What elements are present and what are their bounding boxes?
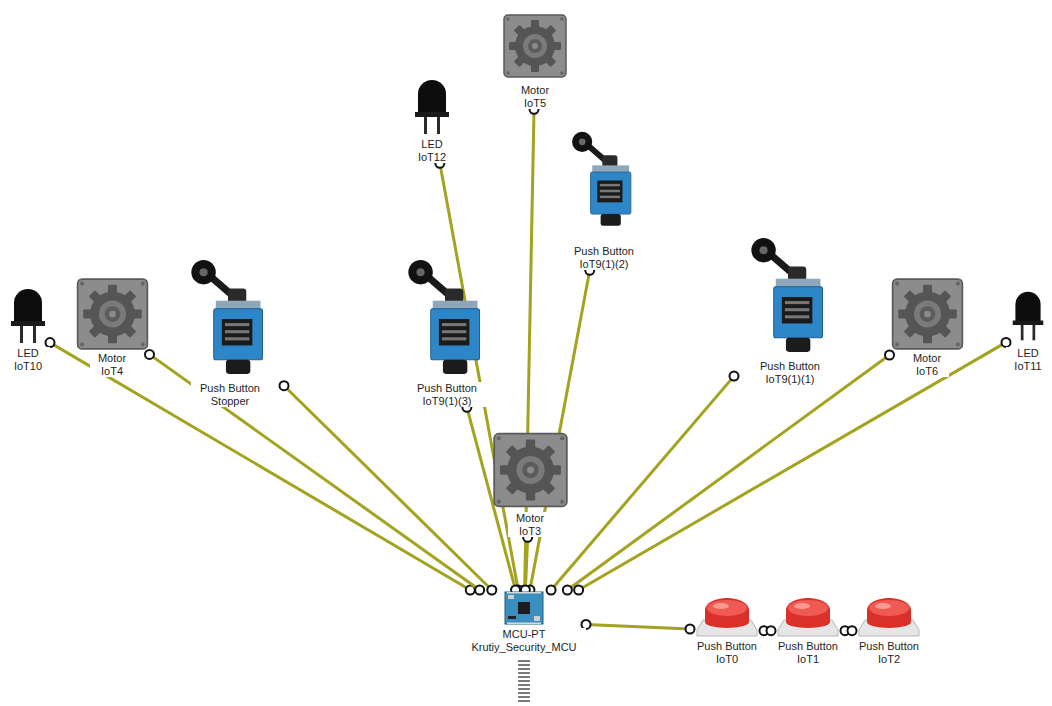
button-icon (695, 596, 759, 638)
port-dot (767, 626, 776, 635)
motor-device: Motor IoT5 (503, 10, 567, 109)
button-device: Push Button IoT1 (771, 596, 845, 665)
pin-header (518, 658, 530, 702)
cable-line (50, 343, 470, 590)
button-device: Push Button IoT0 (690, 596, 764, 665)
cable (582, 620, 695, 634)
device-label: LED IoT11 (1006, 347, 1050, 372)
device-label: Push Button Stopper (191, 382, 270, 407)
cable-line (440, 163, 518, 590)
device-label: Push Button IoT9(1)(3) (408, 382, 487, 407)
switch-device: Push Button IoT9(1)(1) (734, 236, 846, 385)
port-dot (46, 338, 55, 347)
port-dot (563, 586, 572, 595)
port-dot (686, 625, 695, 634)
led-icon (412, 78, 452, 136)
led-device: LED IoT11 (1006, 287, 1050, 372)
port-dot (547, 586, 556, 595)
cable (760, 626, 776, 635)
cable-line (586, 624, 690, 629)
button-device: Push Button IoT2 (852, 596, 926, 665)
cable (547, 372, 739, 595)
device-label: Push Button IoT9(1)(2) (565, 245, 644, 270)
mcu-icon (504, 590, 544, 626)
port-dot (885, 350, 894, 359)
port-dot (145, 350, 154, 359)
device-label: Motor IoT5 (513, 84, 557, 109)
button-icon (857, 596, 921, 638)
cable-line (567, 355, 889, 590)
cable-line (284, 386, 492, 590)
switch-icon (734, 236, 846, 358)
cable (574, 338, 1010, 595)
switch-icon (388, 258, 506, 380)
motor-device: Motor IoT6 (890, 278, 965, 377)
cable-line (530, 270, 590, 590)
device-label: Push Button IoT1 (771, 640, 845, 665)
motor-device: Motor IoT3 (493, 430, 568, 537)
cable (563, 350, 894, 594)
cable-line (551, 376, 734, 590)
device-label: Push Button IoT0 (690, 640, 764, 665)
port-dot (574, 586, 583, 595)
led-icon (8, 287, 48, 345)
cable (521, 533, 532, 595)
motor-icon (503, 10, 567, 82)
led-device: LED IoT10 (6, 287, 50, 372)
device-label: Motor IoT6 (905, 352, 949, 377)
port-dot (730, 372, 739, 381)
mcu-device: MCU-PT Krutiy_Security_MCU (462, 590, 586, 653)
cable (280, 381, 497, 594)
cable (841, 626, 857, 635)
port-dot (280, 381, 289, 390)
cable-line (525, 537, 527, 590)
cable-line (579, 342, 1006, 590)
port-dot (475, 586, 484, 595)
device-label: LED IoT10 (6, 347, 50, 372)
device-label: LED IoT12 (410, 138, 454, 163)
button-icon (776, 596, 840, 638)
device-label: Push Button IoT9(1)(1) (751, 360, 830, 385)
motor-icon (890, 278, 965, 350)
motor-device: Motor IoT4 (75, 278, 150, 377)
port-dot (487, 586, 496, 595)
switch-device: Push Button Stopper (176, 258, 284, 407)
cable (46, 338, 475, 594)
switch-device: Push Button IoT9(1)(3) (388, 258, 506, 407)
led-device: LED IoT12 (410, 78, 454, 163)
device-label: Motor IoT3 (508, 512, 552, 537)
switch-icon (562, 118, 646, 243)
motor-icon (75, 278, 150, 350)
port-dot (848, 626, 857, 635)
device-label: Motor IoT4 (90, 352, 134, 377)
switch-device: Push Button IoT9(1)(2) (562, 118, 646, 270)
switch-icon (176, 258, 284, 380)
led-icon (1010, 287, 1046, 345)
device-label: MCU-PT Krutiy_Security_MCU (462, 628, 586, 653)
port-dot (1002, 338, 1011, 347)
motor-icon (493, 430, 568, 510)
cable (525, 266, 594, 595)
device-label: Push Button IoT2 (852, 640, 926, 665)
